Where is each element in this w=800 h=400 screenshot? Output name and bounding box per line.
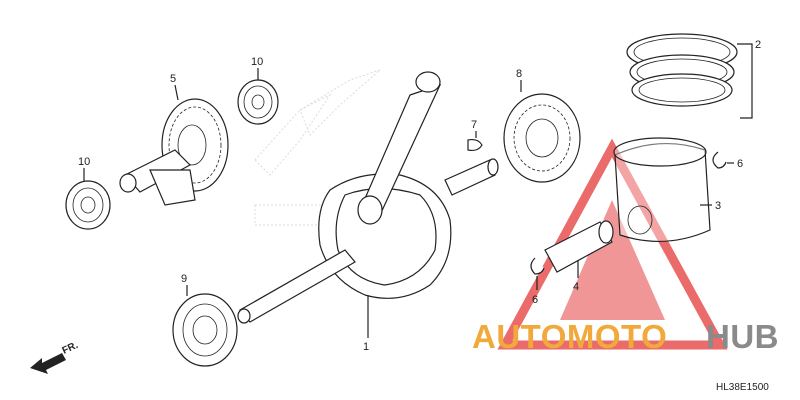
callout-1: 1 xyxy=(363,341,369,353)
woodruff-key xyxy=(467,138,483,152)
piston-pin-clip-left xyxy=(530,257,545,275)
arrow-left-icon xyxy=(30,353,66,374)
piston-pin xyxy=(544,220,614,273)
piston-ring-set xyxy=(626,33,738,107)
front-direction-indicator: FR. xyxy=(30,340,80,374)
piston xyxy=(613,137,711,242)
piston-pin-clip-right xyxy=(712,151,727,169)
leader-5 xyxy=(174,84,179,101)
callout-6-left: 6 xyxy=(532,294,538,306)
leader-2 xyxy=(737,43,753,119)
crankshaft xyxy=(237,71,499,324)
bearing-main xyxy=(172,293,238,367)
direction-label: FR. xyxy=(61,340,80,357)
watermark-text-secondary: HUB xyxy=(706,318,779,355)
bearing-right xyxy=(503,93,581,183)
callout-9: 9 xyxy=(181,273,187,285)
diagram-code: HL38E1500 xyxy=(716,382,769,393)
bearing-top xyxy=(237,79,279,125)
callout-2: 2 xyxy=(755,39,761,51)
callout-4: 4 xyxy=(573,281,579,293)
watermark-text-primary: AUTOMOTO xyxy=(472,318,667,355)
callout-10-top: 10 xyxy=(251,56,263,68)
bearing-left xyxy=(65,180,111,230)
callout-8: 8 xyxy=(516,68,522,80)
callout-3: 3 xyxy=(715,200,721,212)
callout-10-left: 10 xyxy=(78,156,90,168)
callout-6-right: 6 xyxy=(737,158,743,170)
callout-7: 7 xyxy=(471,119,477,131)
balancer-gear xyxy=(119,98,229,206)
watermark-logo: AUTOMOTO HUB xyxy=(472,318,779,355)
callout-5: 5 xyxy=(170,73,176,85)
